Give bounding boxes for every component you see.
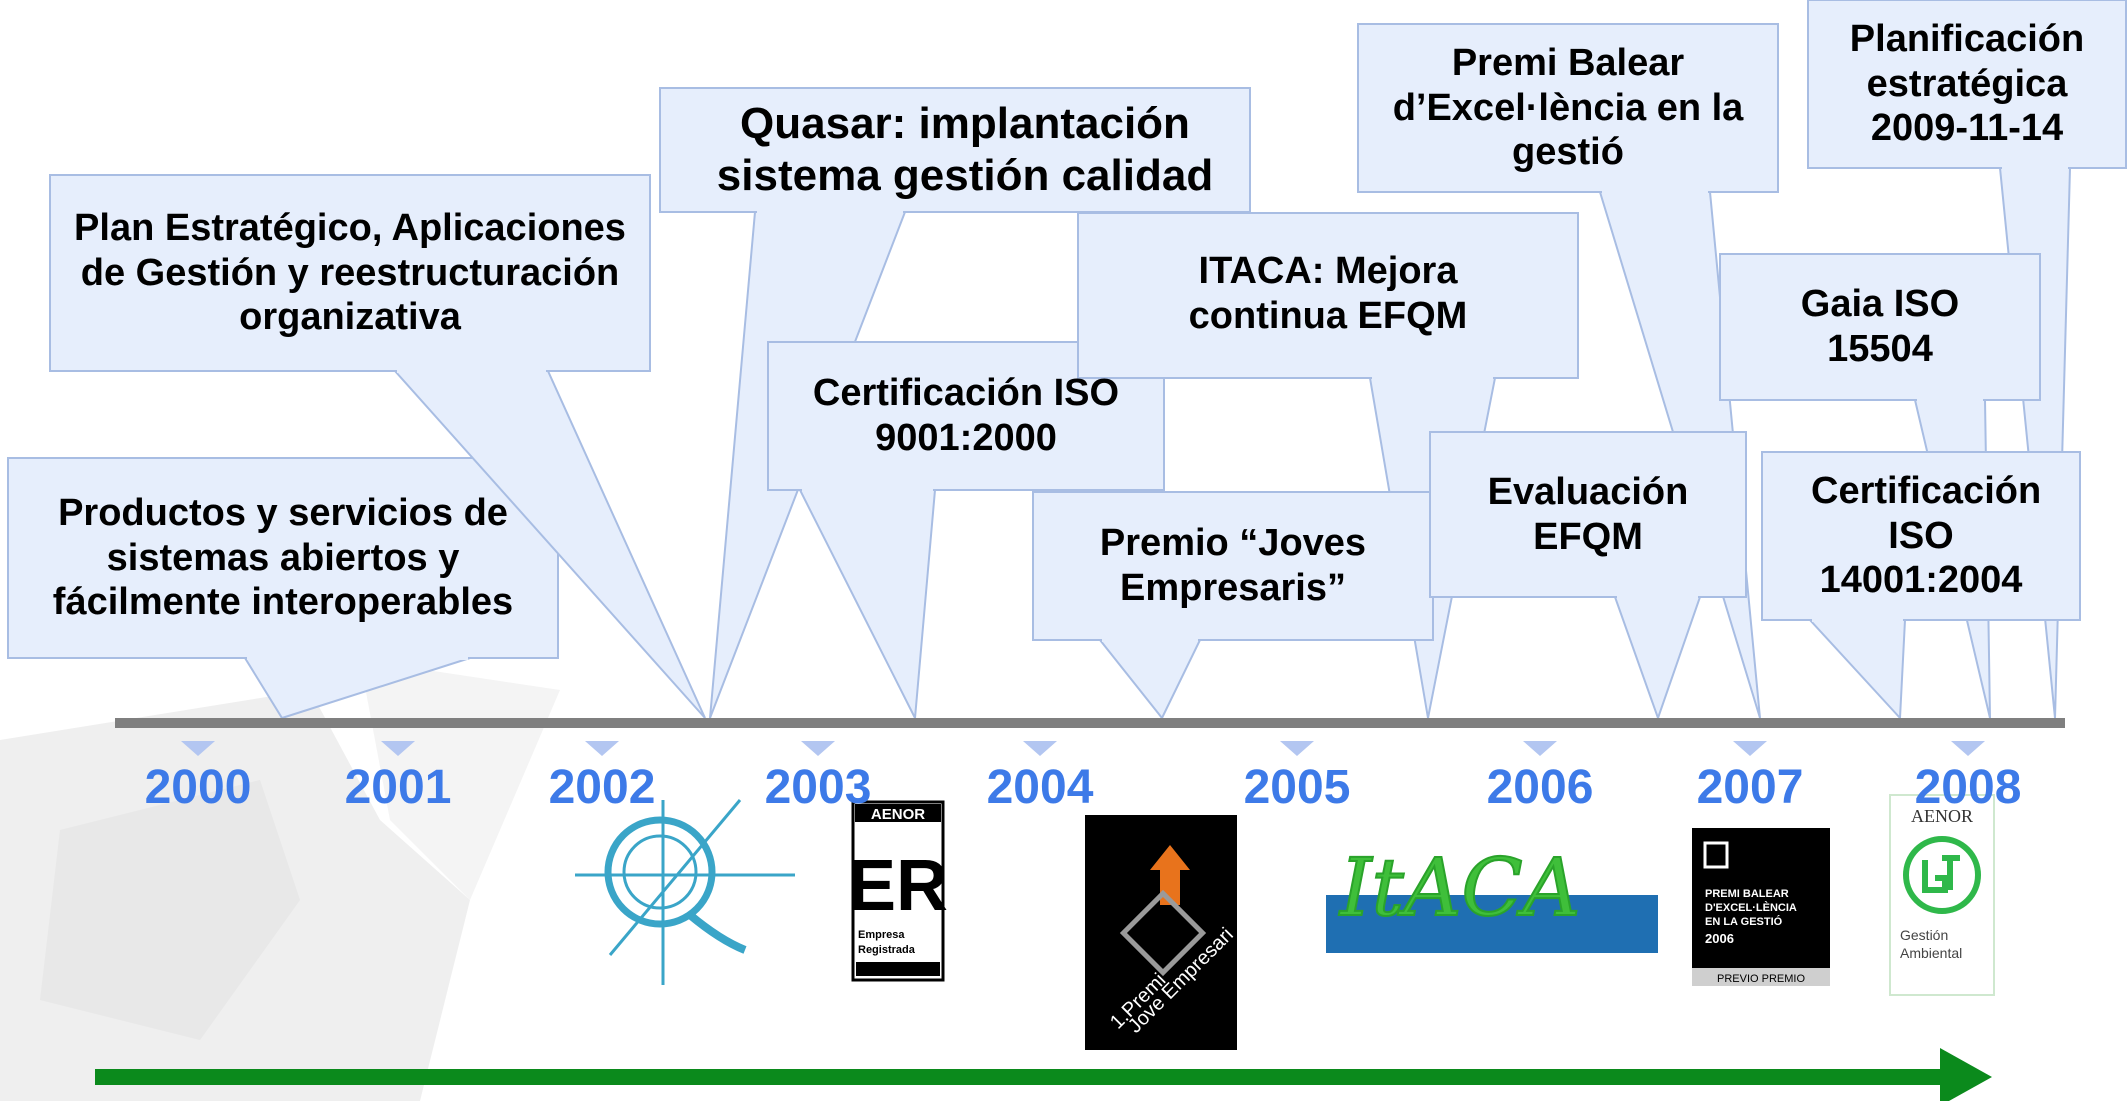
year-tick-2001 bbox=[381, 741, 415, 756]
callout-pointer-cert9001 bbox=[798, 489, 937, 722]
callout-evaluacion: Evaluación EFQM bbox=[1430, 432, 1746, 597]
callout-cert9001-text: Certificación ISO 9001:2000 bbox=[812, 372, 1120, 459]
premi-balear-footer-text: PREVIO PREMIO bbox=[1717, 973, 1805, 985]
year-tick-2000 bbox=[181, 741, 215, 756]
year-tick-2007 bbox=[1733, 741, 1767, 756]
callout-box-itaca bbox=[1077, 212, 1579, 379]
aenor-er-mark-text: ER bbox=[848, 846, 948, 926]
callout-itaca-text: ITACA: Mejora continua EFQM bbox=[1188, 250, 1468, 337]
aenor-ga-logo: AENOR Gestión Ambiental bbox=[1889, 794, 1995, 996]
callout-pointer-cert14001 bbox=[1807, 619, 1907, 721]
callout-planificacion: Planificación estratégica 2009-11-14 bbox=[1808, 0, 2126, 168]
callout-shapes bbox=[7, 0, 2127, 722]
callout-productos-text: Productos y servicios de sistemas abiert… bbox=[52, 491, 514, 624]
aenor-er-top-text: AENOR bbox=[871, 806, 925, 823]
callout-box-planificacion bbox=[1807, 0, 2127, 169]
year-tick-2002 bbox=[585, 741, 619, 756]
premi-balear-line1-text: PREMI BALEAR bbox=[1705, 888, 1789, 900]
itaca-logo: ItACA bbox=[1326, 840, 1658, 953]
aenor-ga-sub1-text: Gestión bbox=[1900, 927, 1948, 943]
aenor-ga-top-text: AENOR bbox=[1911, 806, 1973, 826]
callout-itaca: ITACA: Mejora continua EFQM bbox=[1078, 213, 1578, 378]
year-label-2005: 2005 bbox=[1243, 761, 1351, 814]
callout-gaia: Gaia ISO 15504 bbox=[1720, 254, 2040, 400]
aenor-er-sub2-text: Registrada bbox=[858, 944, 916, 956]
callout-box-cert14001 bbox=[1761, 451, 2081, 621]
year-label-2007: 2007 bbox=[1696, 761, 1804, 814]
year-label-2000: 2000 bbox=[144, 761, 252, 814]
callout-box-gaia bbox=[1719, 253, 2041, 401]
progress-arrow bbox=[95, 1048, 1992, 1101]
callout-box-premi-balear bbox=[1357, 23, 1779, 193]
year-label-2002: 2002 bbox=[548, 761, 656, 814]
callout-pointer-planificacion bbox=[1998, 167, 2072, 719]
aenor-er-sub1-text: Empresa bbox=[858, 929, 905, 941]
premi-balear-line3-text: EN LA GESTIÓ bbox=[1705, 915, 1783, 928]
callout-quasar: Quasar: implantación sistema gestión cal… bbox=[660, 88, 1250, 212]
callout-planificacion-text: Planificación estratégica 2009-11-14 bbox=[1849, 17, 2085, 150]
year-tick-2004 bbox=[1023, 741, 1057, 756]
year-tick-2006 bbox=[1523, 741, 1557, 756]
callout-cert-9001: Certificación ISO 9001:2000 bbox=[768, 342, 1164, 490]
year-label-2001: 2001 bbox=[344, 761, 452, 814]
callout-evaluacion-text: Evaluación EFQM bbox=[1487, 470, 1689, 558]
year-label-2003: 2003 bbox=[764, 761, 872, 814]
year-tick-2005 bbox=[1280, 741, 1314, 756]
quasar-logo bbox=[575, 799, 795, 985]
callout-cert-14001: Certificación ISO 14001:2004 bbox=[1762, 452, 2080, 620]
callout-box-productos bbox=[7, 457, 559, 659]
aenor-er-logo: AENOR ER Empresa Registrada bbox=[848, 800, 948, 982]
callout-plan-text: Plan Estratégico, Aplicaciones de Gestió… bbox=[74, 206, 626, 339]
year-ticks bbox=[181, 741, 1985, 756]
callout-quasar-text: Quasar: implantación sistema gestión cal… bbox=[716, 99, 1214, 200]
premi-balear-line2-text: D'EXCEL·LÈNCIA bbox=[1705, 901, 1797, 914]
premi-jove-logo: 1.Premi Jove Empresari bbox=[1085, 815, 1238, 1050]
timeline-axis bbox=[115, 718, 2065, 728]
callout-cert14001-text: Certificación ISO 14001:2004 bbox=[1811, 469, 2042, 602]
callout-box-plan bbox=[49, 174, 651, 372]
callout-pointer-joves bbox=[1097, 639, 1202, 720]
callout-joves: Premio “Joves Empresaris” bbox=[1033, 492, 1433, 640]
callout-premi-balear-text: Premi Balear d’Excel·lència en la gestió bbox=[1392, 41, 1744, 174]
callout-plan-estrategico: Plan Estratégico, Aplicaciones de Gestió… bbox=[50, 175, 650, 371]
year-label-2004: 2004 bbox=[986, 761, 1094, 814]
callout-joves-text: Premio “Joves Empresaris” bbox=[1099, 522, 1367, 609]
callout-premi-balear: Premi Balear d’Excel·lència en la gestió bbox=[1358, 24, 1778, 192]
itaca-word-text: ItACA bbox=[1338, 841, 1581, 934]
callout-pointer-evaluacion bbox=[1613, 596, 1702, 722]
aenor-ga-sub2-text: Ambiental bbox=[1900, 945, 1962, 961]
premi-balear-line4-text: 2006 bbox=[1705, 931, 1734, 946]
premi-balear-logo: PREMI BALEAR D'EXCEL·LÈNCIA EN LA GESTIÓ… bbox=[1692, 828, 1830, 986]
year-label-2008: 2008 bbox=[1914, 761, 2022, 814]
callout-gaia-text: Gaia ISO 15504 bbox=[1800, 283, 1960, 370]
year-label-2006: 2006 bbox=[1486, 761, 1594, 814]
year-tick-2008 bbox=[1951, 741, 1985, 756]
callout-box-evaluacion bbox=[1429, 431, 1747, 598]
year-tick-2003 bbox=[801, 741, 835, 756]
callout-box-joves bbox=[1032, 491, 1434, 641]
callout-productos: Productos y servicios de sistemas abiert… bbox=[8, 458, 558, 658]
callout-box-quasar bbox=[659, 87, 1251, 213]
